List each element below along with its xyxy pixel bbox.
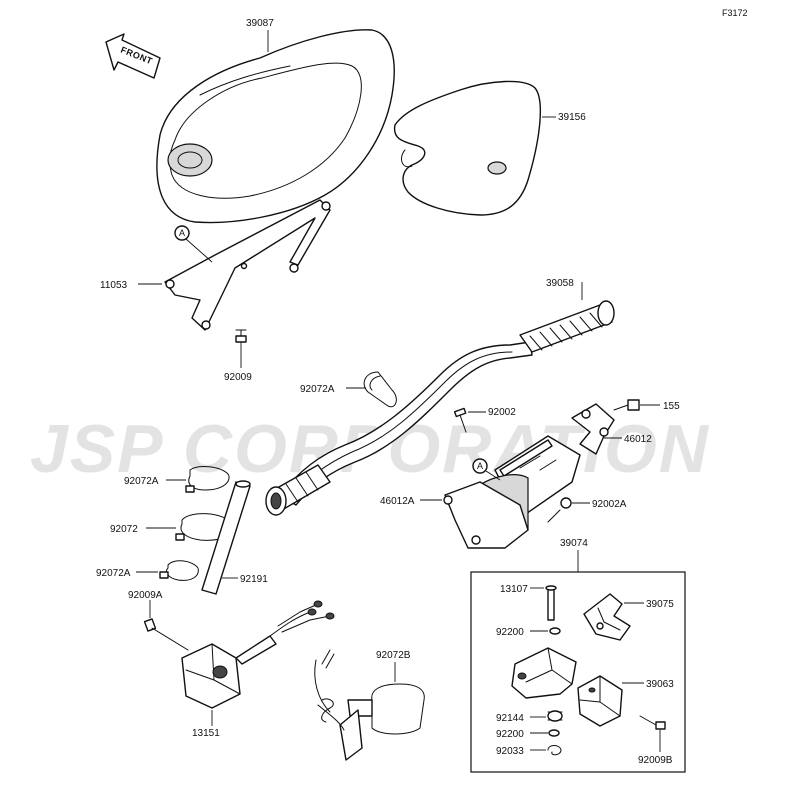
clamp-a-top-part [363, 371, 397, 408]
left-grip-part [265, 464, 331, 516]
callout-switch: 13151 [192, 728, 220, 739]
callout-clamp-a-left1: 92072A [124, 476, 159, 487]
sleeve-part [201, 480, 251, 595]
bolt-b-part [639, 715, 666, 730]
callout-holder-46012: 46012 [624, 434, 652, 445]
washer-a-part [549, 627, 561, 635]
callout-clip: 92033 [496, 746, 524, 757]
callout-bolt-b: 92009B [638, 755, 673, 766]
clamp-a-left2-part [159, 560, 199, 581]
callout-screw-92002a: 92002A [592, 499, 627, 510]
upper-block-part [511, 647, 577, 699]
callout-clamp-a-top: 92072A [300, 384, 335, 395]
washer-b-part [548, 729, 560, 737]
callout-lever: 39075 [646, 599, 674, 610]
bracket-part [164, 199, 331, 331]
callout-washer-a: 92200 [496, 627, 524, 638]
callout-pad-cover: 39156 [558, 112, 586, 123]
clamp-b-part [314, 649, 425, 761]
ref-marker-a-top [174, 225, 190, 241]
figure-id: F3172 [722, 8, 748, 18]
holder-46012-part [571, 403, 615, 455]
callout-holder-46012a: 46012A [380, 496, 415, 507]
ref-letter-top: A [179, 228, 185, 238]
callout-assembly: 39074 [560, 538, 588, 549]
seat-cover-part [156, 29, 395, 224]
screw-92002a-part [547, 497, 572, 523]
handlebar-part [265, 300, 615, 516]
right-grip-part [519, 300, 615, 353]
callout-clamp-plain: 92072 [110, 524, 138, 535]
spring-part [547, 710, 563, 722]
callout-seat-cover: 39087 [246, 18, 274, 29]
ref-marker-a-mid [472, 458, 488, 474]
screw-92002-part [453, 407, 467, 433]
screw-92009a-part [143, 618, 189, 651]
switch-part [181, 600, 335, 709]
holder-46012a-part [443, 435, 581, 549]
callout-washer-b: 92200 [496, 729, 524, 740]
ref-letter-mid: A [477, 461, 483, 471]
callout-screw-92002: 92002 [488, 407, 516, 418]
callout-pin: 13107 [500, 584, 528, 595]
housing-part [577, 675, 623, 727]
clip-part [547, 745, 562, 756]
callout-bracket: 11053 [100, 280, 128, 291]
callout-housing: 39063 [646, 679, 674, 690]
pad-cover-part [393, 80, 542, 216]
lever-part [583, 593, 631, 641]
callout-bracket-bolt: 92009 [224, 372, 252, 383]
pin-part [545, 585, 557, 621]
callout-screw-155: 155 [663, 401, 680, 412]
callout-screw-92009a: 92009A [128, 590, 163, 601]
callout-handlebar: 39058 [546, 278, 574, 289]
screw-155-part [613, 399, 640, 411]
callout-clamp-a-left2: 92072A [96, 568, 131, 579]
front-arrow-icon [105, 33, 161, 79]
callout-spring: 92144 [496, 713, 524, 724]
bracket-bolt-part [235, 329, 247, 343]
callout-clamp-b: 92072B [376, 650, 411, 661]
callout-sleeve: 92191 [240, 574, 268, 585]
clamp-a-left1-part [185, 466, 230, 493]
